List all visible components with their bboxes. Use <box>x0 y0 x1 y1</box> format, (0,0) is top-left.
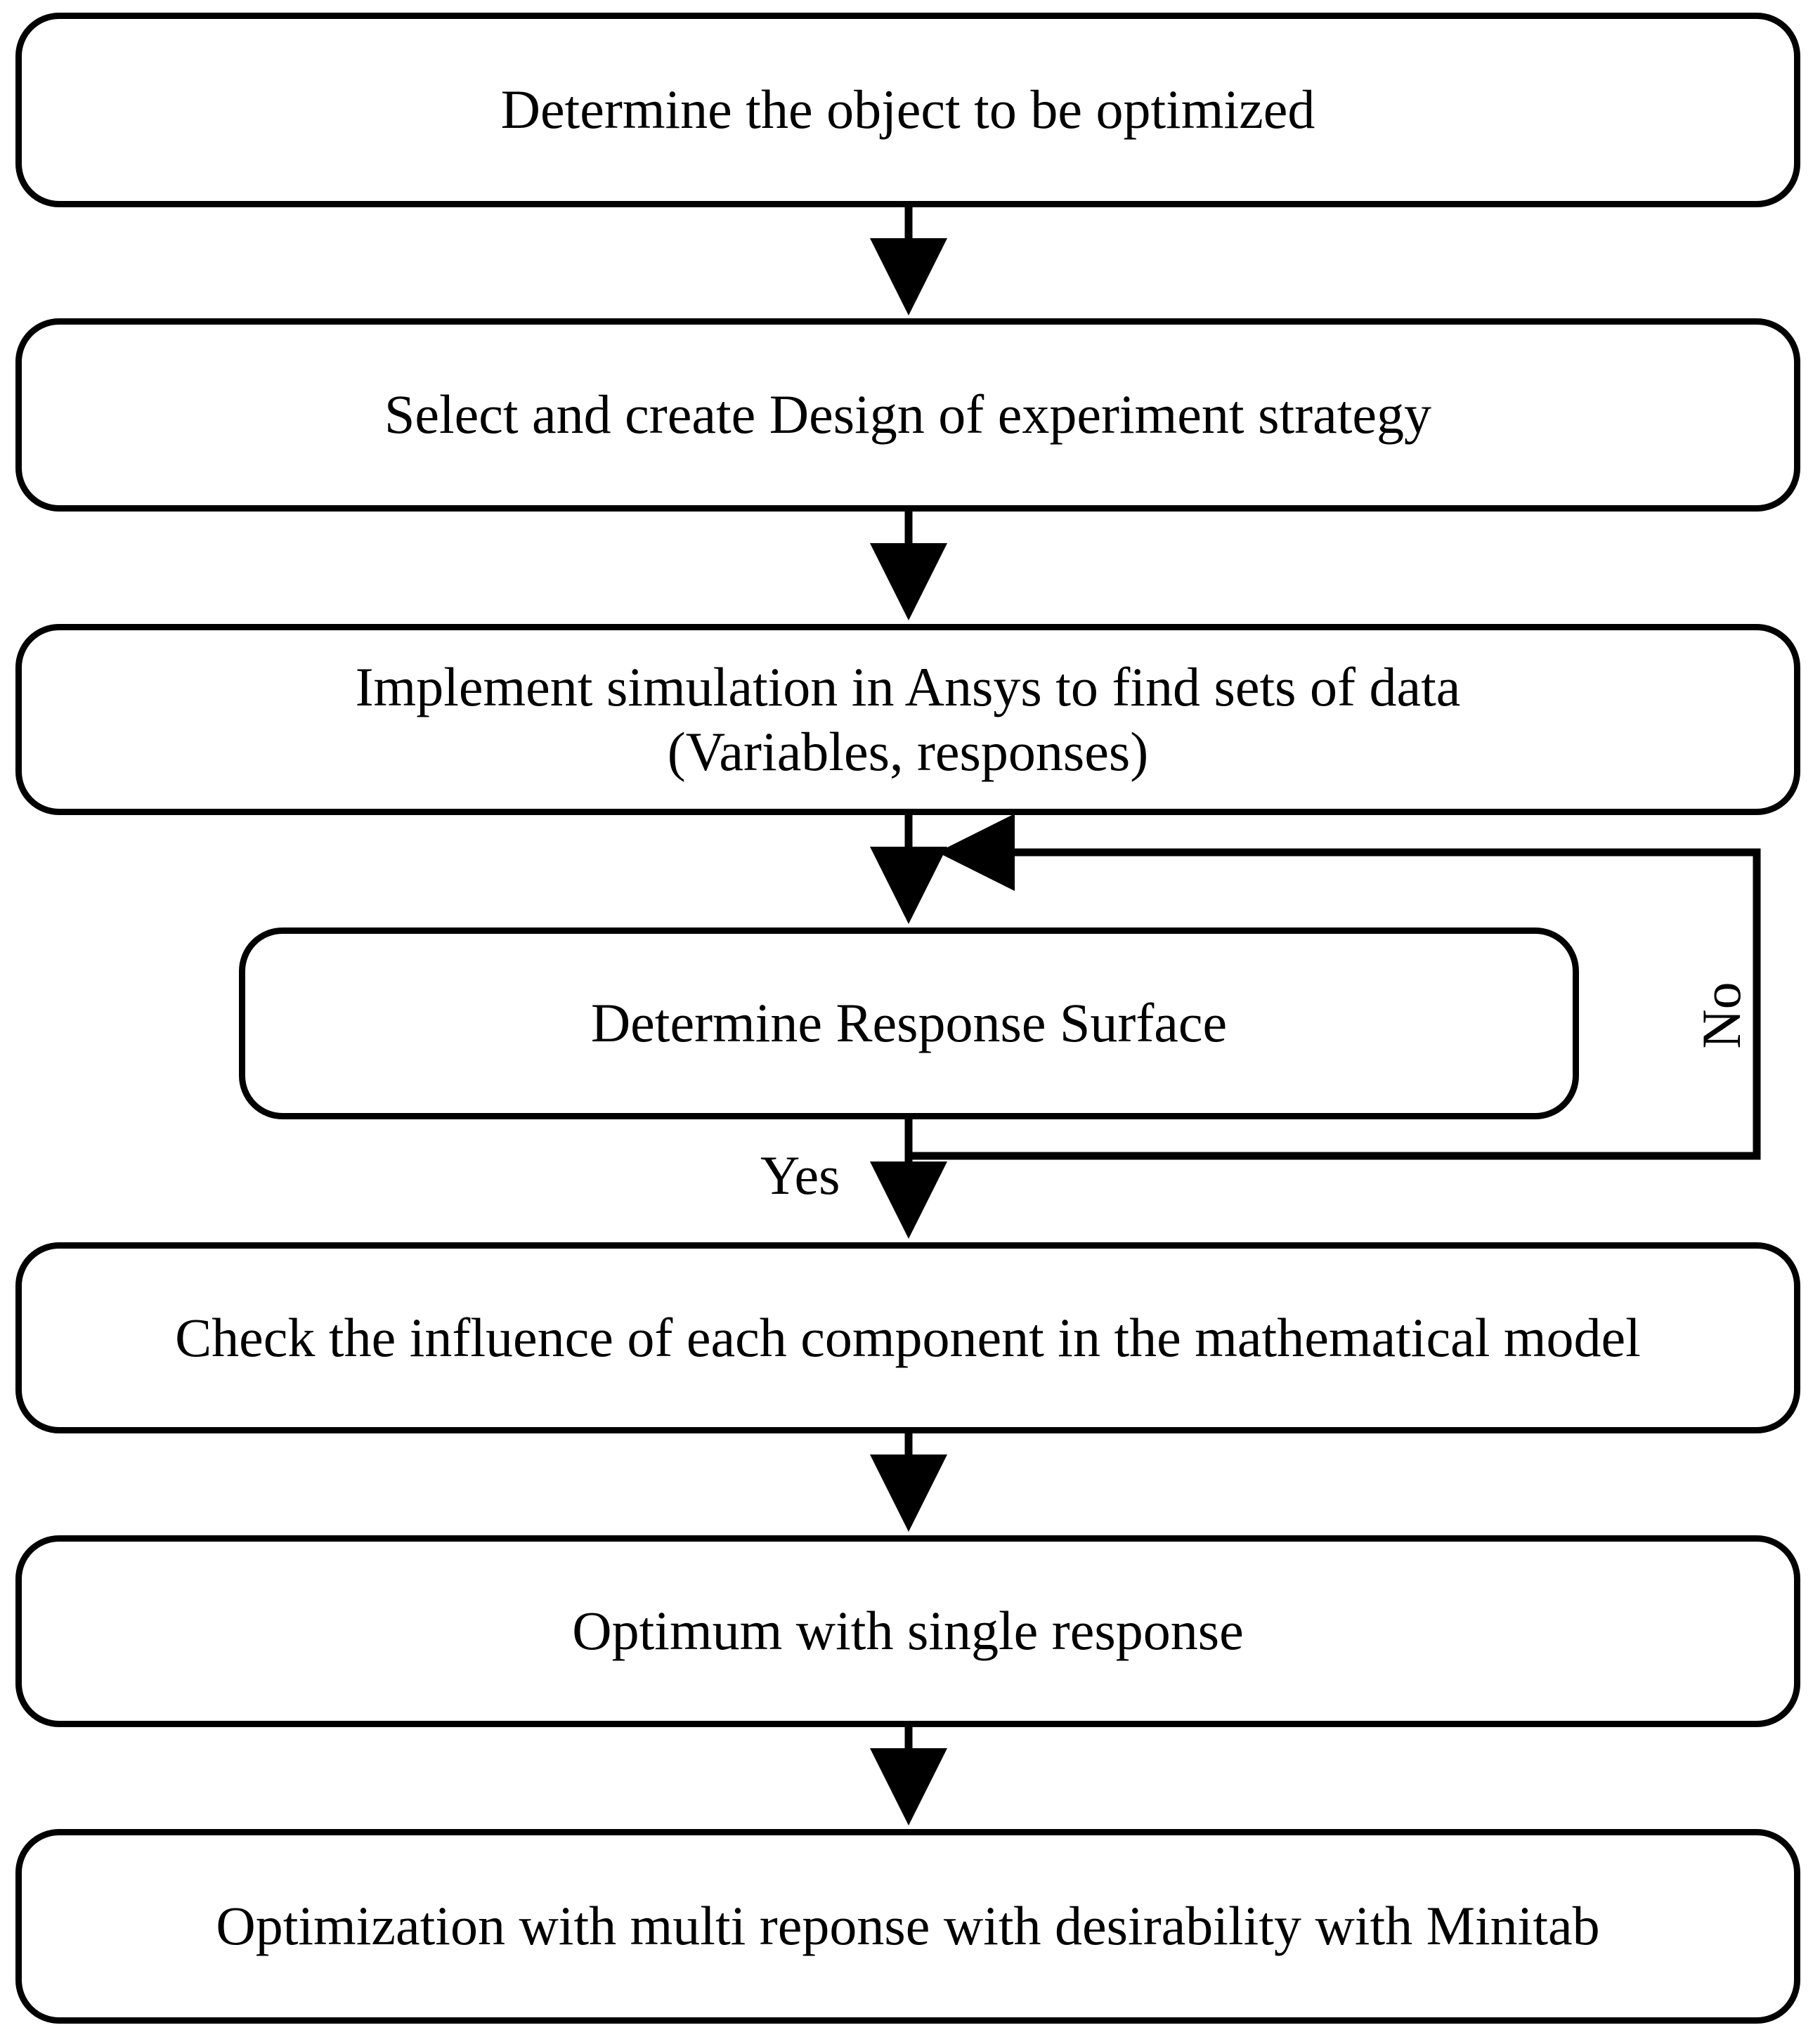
node-determine-object-label: Determine the object to be optimized <box>500 79 1315 141</box>
node-optimum-single[interactable]: Optimum with single response <box>15 1535 1800 1727</box>
edge-label-yes: Yes <box>760 1145 840 1206</box>
edge-label-no: No <box>1691 982 1752 1049</box>
node-response-surface[interactable]: Determine Response Surface <box>239 928 1579 1119</box>
node-ansys-simulation[interactable]: Implement simulation in Ansys to find se… <box>15 624 1800 815</box>
node-check-influence-label: Check the influence of each component in… <box>175 1306 1641 1368</box>
node-check-influence[interactable]: Check the influence of each component in… <box>15 1242 1800 1433</box>
node-determine-object[interactable]: Determine the object to be optimized <box>15 13 1800 207</box>
node-ansys-simulation-label: Implement simulation in Ansys to find se… <box>355 656 1461 782</box>
node-optimum-single-label: Optimum with single response <box>572 1600 1244 1662</box>
node-response-surface-label: Determine Response Surface <box>590 992 1228 1054</box>
node-doe-strategy-label: Select and create Design of experiment s… <box>384 384 1432 445</box>
node-doe-strategy[interactable]: Select and create Design of experiment s… <box>15 318 1800 512</box>
node-optimization-multi-label: Optimization with multi reponse with des… <box>216 1895 1600 1957</box>
node-optimization-multi[interactable]: Optimization with multi reponse with des… <box>15 1829 1800 2024</box>
